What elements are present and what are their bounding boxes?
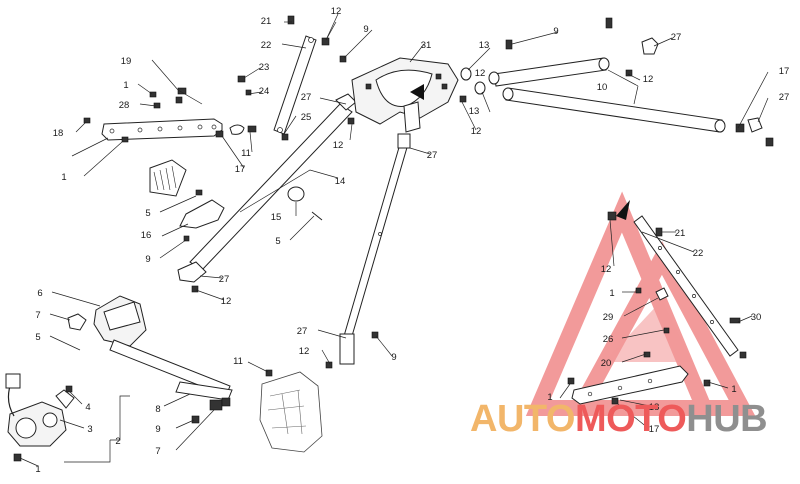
- callout-8: 8: [155, 404, 160, 415]
- callout-6: 6: [37, 288, 42, 299]
- callout-10: 10: [597, 82, 608, 93]
- callout-12: 12: [331, 6, 342, 17]
- callout-4: 4: [85, 402, 90, 413]
- callout-1: 1: [123, 80, 128, 91]
- callout-20: 20: [601, 358, 612, 369]
- callout-31: 31: [421, 40, 432, 51]
- callout-22: 22: [693, 248, 704, 259]
- watermark-triangle: [525, 191, 756, 416]
- callout-16: 16: [141, 230, 152, 241]
- callout-9: 9: [391, 352, 396, 363]
- callout-9: 9: [145, 254, 150, 265]
- callout-27: 27: [219, 274, 230, 285]
- watermark-text-auto: AUTO: [470, 398, 575, 440]
- callout-9: 9: [155, 424, 160, 435]
- leader-lines: [19, 13, 769, 467]
- strut-22-upper: [237, 15, 347, 141]
- direction-arrow-icon: [616, 200, 630, 220]
- callout-18: 18: [53, 128, 64, 139]
- callout-27: 27: [297, 326, 308, 337]
- center-housing-31: [351, 57, 459, 133]
- callout-17: 17: [779, 66, 790, 77]
- callout-12: 12: [475, 68, 486, 79]
- callout-28: 28: [119, 100, 130, 111]
- watermark-logo: AUTOMOTOHUB: [470, 398, 768, 441]
- tie-rod-14: [177, 93, 357, 293]
- callout-13: 13: [469, 106, 480, 117]
- mount-plate-16: [149, 159, 225, 242]
- callout-17: 17: [235, 164, 246, 175]
- callout-7: 7: [155, 446, 160, 457]
- callout-7: 7: [35, 310, 40, 321]
- callout-29: 29: [603, 312, 614, 323]
- callout-25: 25: [301, 112, 312, 123]
- right-strut-22: [607, 211, 747, 359]
- callout-14: 14: [335, 176, 346, 187]
- right-bracket-18: [567, 365, 711, 405]
- callout-21: 21: [675, 228, 686, 239]
- callout-12: 12: [601, 264, 612, 275]
- callout-27: 27: [427, 150, 438, 161]
- callout-19: 19: [121, 56, 132, 67]
- callout-1: 1: [35, 464, 40, 475]
- long-rods-10: [459, 17, 774, 147]
- watermark-text-hub: HUB: [686, 398, 768, 440]
- callout-12: 12: [471, 126, 482, 137]
- crossbar-bracket-18: [83, 87, 257, 143]
- callout-15: 15: [271, 212, 282, 223]
- callout-5: 5: [145, 208, 150, 219]
- bushing-15: [287, 186, 323, 221]
- callout-5: 5: [275, 236, 280, 247]
- watermark-text-moto: MOTO: [574, 398, 687, 440]
- callout-22: 22: [261, 40, 272, 51]
- callout-3: 3: [87, 424, 92, 435]
- callout-5: 5: [35, 332, 40, 343]
- callout-11: 11: [233, 356, 243, 367]
- callout-12: 12: [221, 296, 232, 307]
- callout-1: 1: [61, 172, 66, 183]
- callout-21: 21: [261, 16, 272, 27]
- callout-9: 9: [553, 26, 558, 37]
- callout-24: 24: [259, 86, 270, 97]
- callout-26: 26: [603, 334, 614, 345]
- callout-12: 12: [333, 140, 344, 151]
- callout-1: 1: [731, 384, 736, 395]
- callout-12: 12: [643, 74, 654, 85]
- actuator-assembly: [5, 373, 75, 462]
- callout-27: 27: [779, 92, 790, 103]
- frame-section: [259, 369, 323, 453]
- callout-18: 18: [649, 402, 660, 413]
- callout-1: 1: [547, 392, 552, 403]
- callout-30: 30: [751, 312, 762, 323]
- callout-11: 11: [241, 148, 251, 159]
- callout-17: 17: [649, 424, 660, 435]
- callout-12: 12: [299, 346, 310, 357]
- callout-9: 9: [363, 24, 368, 35]
- callout-27: 27: [301, 92, 312, 103]
- callout-13: 13: [479, 40, 490, 51]
- callout-1: 1: [609, 288, 614, 299]
- callout-2: 2: [115, 436, 120, 447]
- vertical-bar-27: [325, 133, 411, 369]
- callout-27: 27: [671, 32, 682, 43]
- lower-bracket-6: [67, 295, 233, 424]
- callout-23: 23: [259, 62, 270, 73]
